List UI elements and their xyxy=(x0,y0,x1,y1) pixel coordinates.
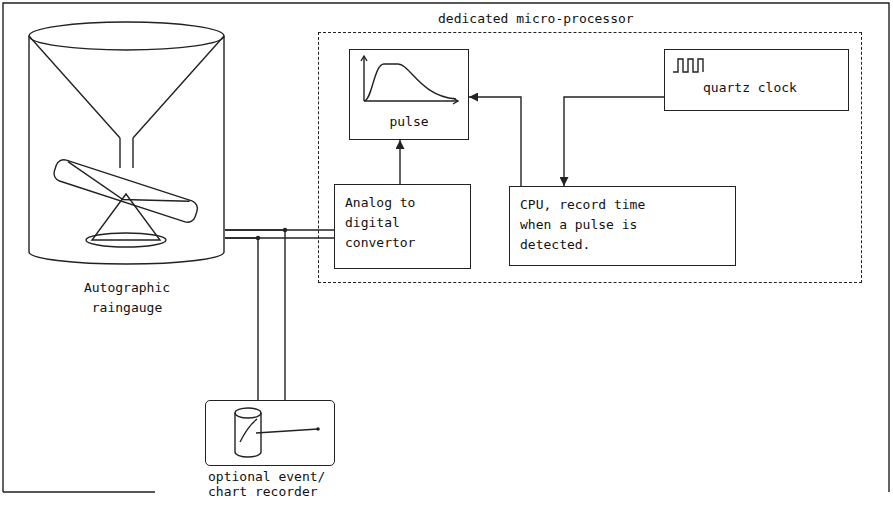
connector xyxy=(400,140,401,184)
connector xyxy=(564,97,664,186)
processor-frame: dedicated micro-processorpulsequartz clo… xyxy=(318,32,862,283)
stand-loop xyxy=(86,233,166,247)
clock-wave-symbol xyxy=(673,59,703,72)
recorder-node: optional event/ chart recorder xyxy=(205,400,335,466)
connector-line xyxy=(469,97,521,186)
cpu-box: CPU, record time when a pulse is detecte… xyxy=(509,186,736,266)
page-frame xyxy=(3,3,889,492)
converter-box: Analog to digital convertor xyxy=(334,184,471,269)
raingauge-node: Autographic raingauge xyxy=(28,20,225,318)
connector xyxy=(469,97,521,186)
connector-line xyxy=(564,97,664,186)
frame-heading: dedicated micro-processor xyxy=(438,9,678,29)
drum-top xyxy=(235,408,261,418)
raingauge-drawing xyxy=(29,22,224,264)
chart-drum-drawing xyxy=(235,408,318,457)
connector xyxy=(225,228,287,400)
bucket-body xyxy=(52,158,200,225)
recorder-stylus xyxy=(256,429,318,433)
pulse-box: pulse xyxy=(349,49,469,140)
connector-line xyxy=(399,140,400,184)
drum-trace xyxy=(240,419,257,442)
box-label: CPU, record time when a pulse is detecte… xyxy=(520,195,670,255)
tipping-bucket xyxy=(52,158,200,225)
box-label: pulse xyxy=(354,112,464,132)
graph-axes xyxy=(364,56,458,101)
stylus-tip xyxy=(316,427,320,431)
drum-body xyxy=(235,413,261,457)
box-label: quartz clock xyxy=(703,78,842,98)
junction-dot xyxy=(283,228,287,232)
gauge-wall xyxy=(29,36,224,252)
junction-dot xyxy=(256,236,260,240)
connector-line xyxy=(225,230,285,400)
connector-line xyxy=(225,238,258,400)
bucket-divider xyxy=(62,162,190,220)
pulse-graph xyxy=(361,56,458,104)
gauge-base xyxy=(29,252,224,264)
gauge-label: Autographic raingauge xyxy=(77,278,177,318)
axis-arrows xyxy=(361,56,458,104)
box-label: Analog to digital convertor xyxy=(345,193,445,253)
clock-box: quartz clock xyxy=(664,49,849,111)
pulse-curve xyxy=(364,64,456,101)
gauge-funnel xyxy=(29,36,224,168)
recorder-label: optional event/ chart recorder xyxy=(208,469,333,499)
gauge-rim xyxy=(29,22,224,50)
